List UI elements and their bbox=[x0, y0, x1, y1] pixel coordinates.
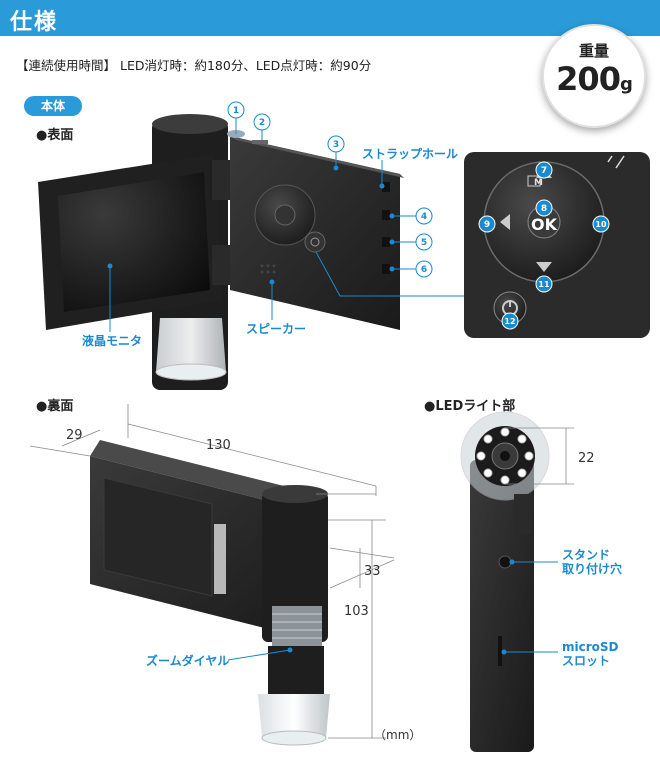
label-speaker: スピーカー bbox=[246, 322, 307, 336]
callout-7: 7 bbox=[541, 166, 547, 176]
battery-spec: 【連続使用時間】 LED消灯時：約180分、LED点灯時：約90分 bbox=[16, 58, 372, 73]
main-unit-badge: 本体 bbox=[24, 96, 82, 116]
callout-9: 9 bbox=[484, 220, 490, 230]
label-microsd: microSD スロット bbox=[562, 640, 619, 668]
label-zoom-dial: ズームダイヤル bbox=[146, 654, 230, 668]
ok-button-label: OK bbox=[531, 215, 558, 234]
page-title: 仕様 bbox=[10, 10, 59, 35]
label-strap-hole: ストラップホール bbox=[362, 147, 459, 161]
label-lcd: 液晶モニタ bbox=[82, 334, 143, 348]
back-device bbox=[90, 440, 330, 746]
dim-height: 103 bbox=[344, 604, 369, 619]
dim-depth: 29 bbox=[66, 428, 83, 443]
callout-4: 4 bbox=[421, 212, 427, 222]
callout-1: 1 bbox=[233, 106, 239, 116]
section-led: ●LEDライト部 bbox=[424, 399, 516, 414]
dim-unit: （mm） bbox=[374, 728, 422, 742]
callout-8: 8 bbox=[541, 204, 547, 214]
weight-label: 重量 bbox=[578, 42, 609, 60]
callout-12: 12 bbox=[504, 317, 515, 326]
section-back: ●裏面 bbox=[36, 399, 74, 414]
header-bar: 仕様 bbox=[0, 0, 660, 36]
callout-11: 11 bbox=[538, 280, 550, 289]
callout-6: 6 bbox=[421, 265, 427, 275]
section-front: ●表面 bbox=[36, 128, 74, 143]
callout-3: 3 bbox=[333, 140, 339, 150]
led-device bbox=[460, 411, 550, 752]
weight-value: 200g bbox=[556, 60, 633, 98]
callout-2: 2 bbox=[259, 118, 265, 128]
dim-head: 33 bbox=[364, 564, 381, 579]
button-closeup bbox=[464, 152, 650, 338]
callout-markers bbox=[227, 101, 610, 330]
weight-badge: 重量 200g bbox=[542, 24, 646, 128]
dim-width: 130 bbox=[206, 438, 231, 453]
callout-5: 5 bbox=[421, 238, 427, 248]
m-button-label: M bbox=[534, 178, 543, 188]
callout-10: 10 bbox=[595, 220, 607, 229]
dim-led: 22 bbox=[578, 451, 595, 466]
front-device bbox=[38, 114, 404, 390]
label-stand-hole: スタンド 取り付け穴 bbox=[562, 548, 623, 576]
